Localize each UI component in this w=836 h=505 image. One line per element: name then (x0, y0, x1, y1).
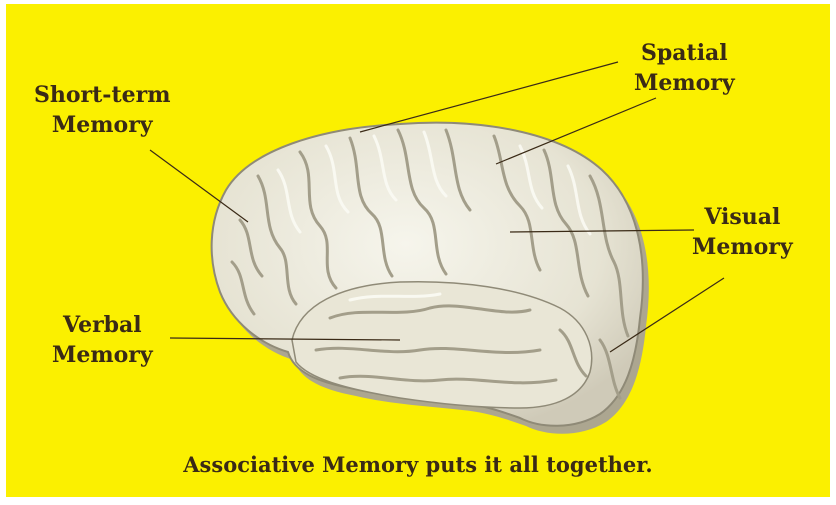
label-spatial-memory: Spatial Memory (634, 38, 735, 98)
label-short-term-line1: Short-term (34, 80, 170, 110)
label-spatial-line2: Memory (634, 68, 735, 98)
label-visual-line1: Visual (692, 202, 793, 232)
caption: Associative Memory puts it all together. (0, 452, 836, 477)
label-short-term-line2: Memory (34, 110, 170, 140)
label-verbal-line2: Memory (52, 340, 153, 370)
label-visual-memory: Visual Memory (692, 202, 793, 262)
leader-line-spatial-top (360, 62, 618, 132)
label-short-term-memory: Short-term Memory (34, 80, 170, 140)
label-visual-line2: Memory (692, 232, 793, 262)
label-verbal-memory: Verbal Memory (52, 310, 153, 370)
label-spatial-line1: Spatial (634, 38, 735, 68)
label-verbal-line1: Verbal (52, 310, 153, 340)
